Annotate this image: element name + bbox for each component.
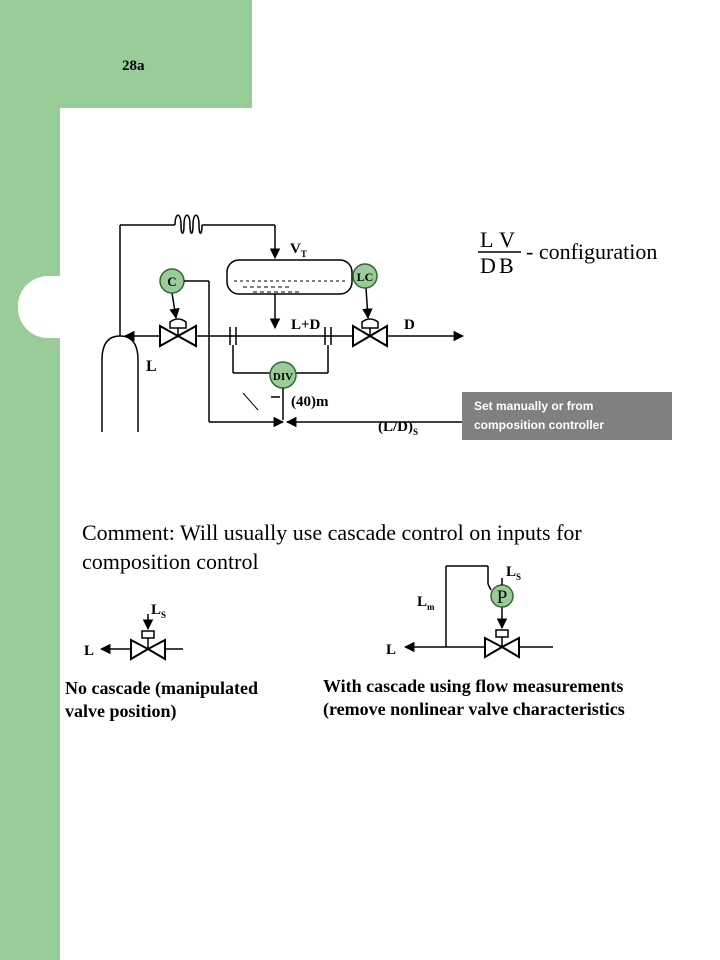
no-cascade-setpoint-sub: S xyxy=(161,610,166,620)
no-cascade-flow-label: L xyxy=(84,643,94,659)
config-num-v: V xyxy=(499,227,515,252)
reflux-drum xyxy=(226,259,353,295)
ratio-setpoint-label: (L/D) xyxy=(378,419,413,435)
cascade-setpoint-label: L xyxy=(506,564,516,580)
ratio-setpoint-subscript: S xyxy=(413,427,418,437)
no-cascade-caption-line2: valve position) xyxy=(65,701,177,721)
slide-number: 28a xyxy=(122,58,145,74)
distillate-valve-icon xyxy=(352,318,388,348)
green-sidebar xyxy=(0,0,60,960)
sidebar-tab xyxy=(18,276,78,338)
c-signal-line xyxy=(169,292,180,320)
no-cascade-setpoint-label: L xyxy=(151,602,161,618)
condenser-coil-icon xyxy=(174,214,203,234)
cascade-setpoint-sub: S xyxy=(516,572,521,582)
distillation-column xyxy=(101,335,139,432)
divider-label: DIV xyxy=(273,371,293,383)
svg-text:LS: LS xyxy=(506,564,521,582)
no-cascade-caption: No cascade (manipulated valve position) xyxy=(65,677,315,723)
orifice-plate-right xyxy=(324,327,332,345)
svg-text:VT: VT xyxy=(290,241,307,259)
with-cascade-caption-line1: With cascade using flow measurements xyxy=(323,676,624,696)
green-header-block xyxy=(0,0,252,108)
stream-d-label: D xyxy=(404,317,415,333)
no-cascade-caption-line1: No cascade (manipulated xyxy=(65,678,258,698)
cascade-measured-label: L xyxy=(417,594,427,610)
with-cascade-caption: With cascade using flow measurements (re… xyxy=(323,675,703,721)
with-cascade-caption-line2: (remove nonlinear valve characteristics xyxy=(323,699,625,719)
cascade-measured-sub: m xyxy=(427,602,435,612)
configuration-formula: L V D B - configuration xyxy=(478,227,657,278)
with-cascade-diagram: P LS Lm L xyxy=(386,564,553,659)
svg-text:LS: LS xyxy=(151,602,166,620)
svg-text:Lm: Lm xyxy=(417,594,435,612)
config-suffix: - configuration xyxy=(526,239,657,264)
config-num-l: L xyxy=(480,227,493,252)
comment-text: Comment: Will usually use cascade contro… xyxy=(82,520,582,574)
controller-lc xyxy=(352,263,378,289)
setpoint-note-box: Set manually or from composition control… xyxy=(462,392,672,440)
controller-c-label: C xyxy=(167,274,176,289)
no-cascade-diagram: LS L xyxy=(84,602,183,661)
note-line-2: composition controller xyxy=(474,418,605,432)
note-line-1: Set manually or from xyxy=(474,399,594,413)
stream-l-label: L xyxy=(146,358,157,375)
stream-ld-label: L+D xyxy=(291,317,321,333)
cascade-controller-label: P xyxy=(497,587,508,608)
controller-lc-label: LC xyxy=(357,270,374,284)
cascade-flow-label: L xyxy=(386,642,396,658)
config-den-d: D xyxy=(480,253,496,278)
vapor-subscript: T xyxy=(301,249,307,259)
div-input-label: (40)m xyxy=(291,394,329,410)
svg-text:(L/D)S: (L/D)S xyxy=(378,419,418,437)
vapor-label: V xyxy=(290,241,301,257)
orifice-plate-left xyxy=(229,327,237,345)
reflux-valve-icon xyxy=(159,318,197,348)
lc-signal-line xyxy=(362,287,373,320)
content-corner xyxy=(60,108,252,308)
vapor-line xyxy=(119,224,281,336)
config-den-b: B xyxy=(499,253,514,278)
